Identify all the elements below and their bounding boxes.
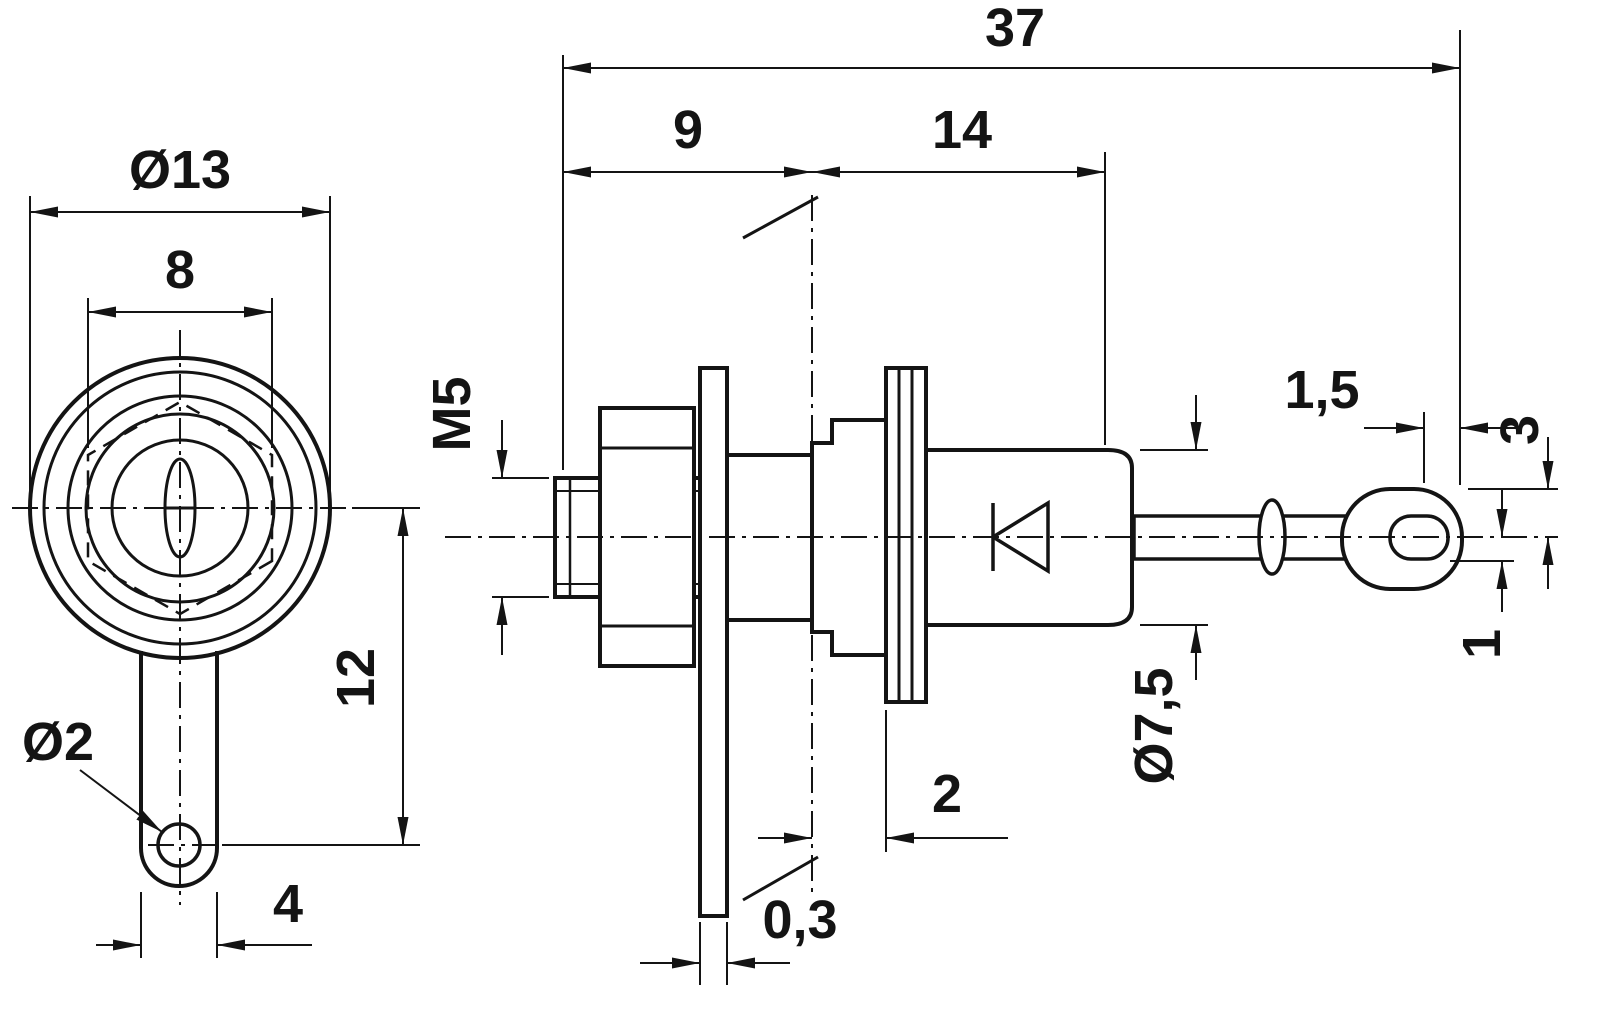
front-centerlines <box>12 330 350 905</box>
side-outline <box>553 366 1464 918</box>
dim-terminal-end-offset: 1,5 <box>1284 360 1516 483</box>
dim-label-panel-gap: 2 <box>932 764 962 824</box>
solder-lug-plate <box>698 366 729 918</box>
dim-thread-size: M5 <box>422 376 549 655</box>
dim-front-across-flats: 8 <box>87 240 273 448</box>
dim-front-outer-diameter: Ø13 <box>29 140 331 502</box>
dim-label-terminal-width: 3 <box>1490 415 1550 445</box>
dim-label-hole-diameter: Ø2 <box>22 712 94 772</box>
side-centerlines <box>445 195 1558 902</box>
dim-terminal-hole: 1 <box>1450 488 1514 659</box>
dim-label-tab-length: 12 <box>326 648 386 708</box>
dim-label-body-diameter: Ø7,5 <box>1124 667 1184 784</box>
dim-front-tab-length: 12 <box>222 507 420 846</box>
dim-label-thread-length: 9 <box>673 100 703 160</box>
side-view: 37 9 14 M5 1,5 3 <box>422 0 1558 985</box>
panel-tick-top <box>742 195 819 240</box>
dim-front-hole-diameter: Ø2 <box>22 712 163 833</box>
dim-label-across-flats: 8 <box>165 240 195 300</box>
front-view: Ø13 8 12 Ø2 4 <box>12 140 420 958</box>
dim-label-terminal-end-offset: 1,5 <box>1284 360 1359 420</box>
dim-overall-length: 37 <box>562 0 1461 485</box>
dim-label-outer-diameter: Ø13 <box>129 140 231 200</box>
diode-symbol-triangle <box>989 499 1050 575</box>
dim-label-body-length: 14 <box>932 100 992 160</box>
dim-label-terminal-hole: 1 <box>1452 629 1512 659</box>
dim-label-thread-size: M5 <box>422 376 482 451</box>
tab-round-end <box>139 847 219 888</box>
dim-lug-thickness: 0,3 <box>640 890 838 985</box>
dim-label-lug-thickness: 0,3 <box>762 890 837 950</box>
dim-panel-gap: 2 <box>758 710 1008 852</box>
dim-terminal-width: 3 <box>1468 415 1558 589</box>
dim-front-tab-width: 4 <box>96 874 312 958</box>
dim-body-length: 14 <box>812 100 1106 445</box>
dim-label-tab-width: 4 <box>273 874 303 934</box>
dim-body-diameter: Ø7,5 <box>1124 395 1208 785</box>
dim-thread-length: 9 <box>563 100 812 178</box>
flange-stack <box>884 366 928 704</box>
panel-tick-bottom <box>742 855 819 902</box>
dim-label-overall-length: 37 <box>985 0 1045 58</box>
